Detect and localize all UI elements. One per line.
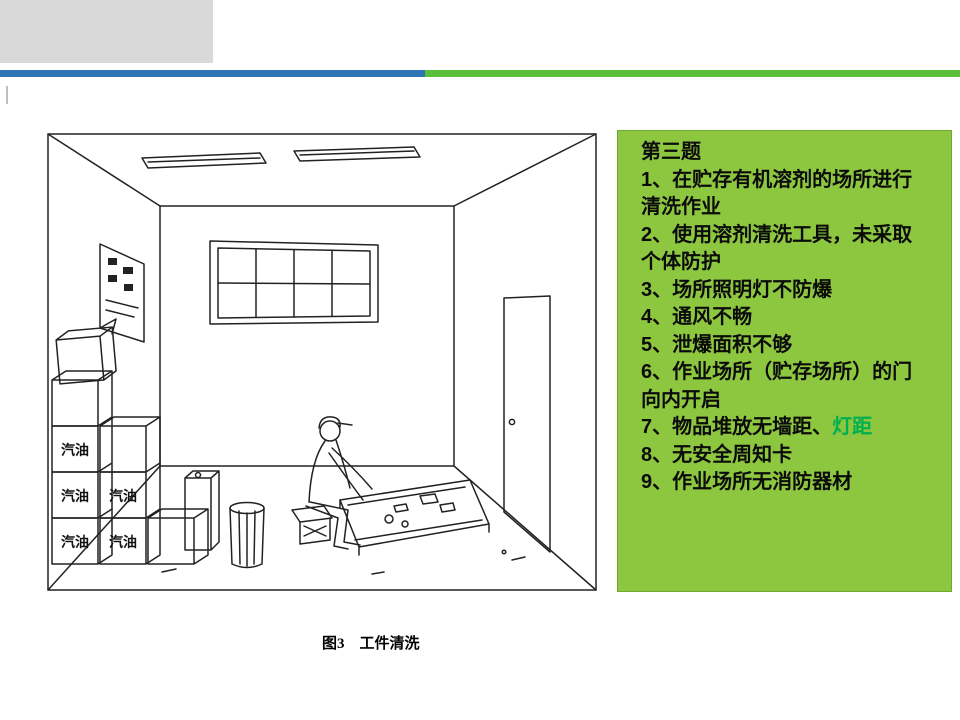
room-drawing: 汽油 汽油 汽油 汽油 汽油: [47, 133, 597, 591]
gasoline-box-label: 汽油: [109, 534, 137, 550]
hazard-item-7-text: 7、物品堆放无墙距、: [641, 416, 833, 438]
hazard-item-8: 8、无安全周知卡: [641, 443, 793, 466]
stool: [291, 505, 333, 545]
gasoline-box-label: 汽油: [61, 534, 89, 550]
gasoline-boxes: [51, 326, 209, 565]
worker-figure: [305, 416, 373, 550]
workshop-illustration: 汽油 汽油 汽油 汽油 汽油: [42, 128, 602, 598]
hazard-item-1: 1、在贮存有机溶剂的场所进行清洗作业: [641, 168, 913, 219]
hazard-item-3: 3、场所照明灯不防爆: [641, 278, 833, 301]
hazard-item-9: 9、作业场所无消防器材: [641, 471, 853, 493]
bucket: [229, 501, 265, 569]
green-stripe: [425, 70, 960, 77]
cap: [318, 416, 353, 429]
room-walls: [47, 133, 597, 591]
hazard-item-4: 4、通风不畅: [641, 306, 753, 328]
hazard-item-2: 2、使用溶剂清洗工具，未采取个体防护: [641, 223, 913, 274]
gasoline-box-label: 汽油: [109, 488, 137, 504]
wall-poster: [99, 243, 145, 343]
hazards-panel: 第三题 1、在贮存有机溶剂的场所进行清洗作业 2、使用溶剂清洗工具，未采取个体防…: [617, 130, 952, 592]
ceiling-light: [293, 146, 421, 162]
gasoline-box-label: 汽油: [61, 488, 89, 504]
gasoline-box-label: 汽油: [61, 442, 89, 458]
door: [503, 295, 551, 553]
hazard-item-7: 7、物品堆放无墙距、灯距: [641, 414, 927, 442]
floor-marks: [161, 549, 526, 575]
oil-can: [184, 470, 220, 551]
left-edge-tick: [6, 86, 8, 104]
panel-title: 第三题: [641, 141, 701, 163]
parts-tray: [339, 479, 490, 556]
top-gray-block: [0, 0, 213, 63]
highlighted-term: 灯距: [832, 416, 873, 438]
hazard-item-5: 5、泄爆面积不够: [641, 333, 793, 356]
hazard-item-6: 6、作业场所（贮存场所）的门向内开启: [641, 361, 913, 411]
blue-stripe: [0, 70, 430, 77]
ceiling-light: [141, 152, 267, 169]
window: [209, 240, 379, 325]
figure-caption: 图3 工件清洗: [322, 636, 420, 652]
